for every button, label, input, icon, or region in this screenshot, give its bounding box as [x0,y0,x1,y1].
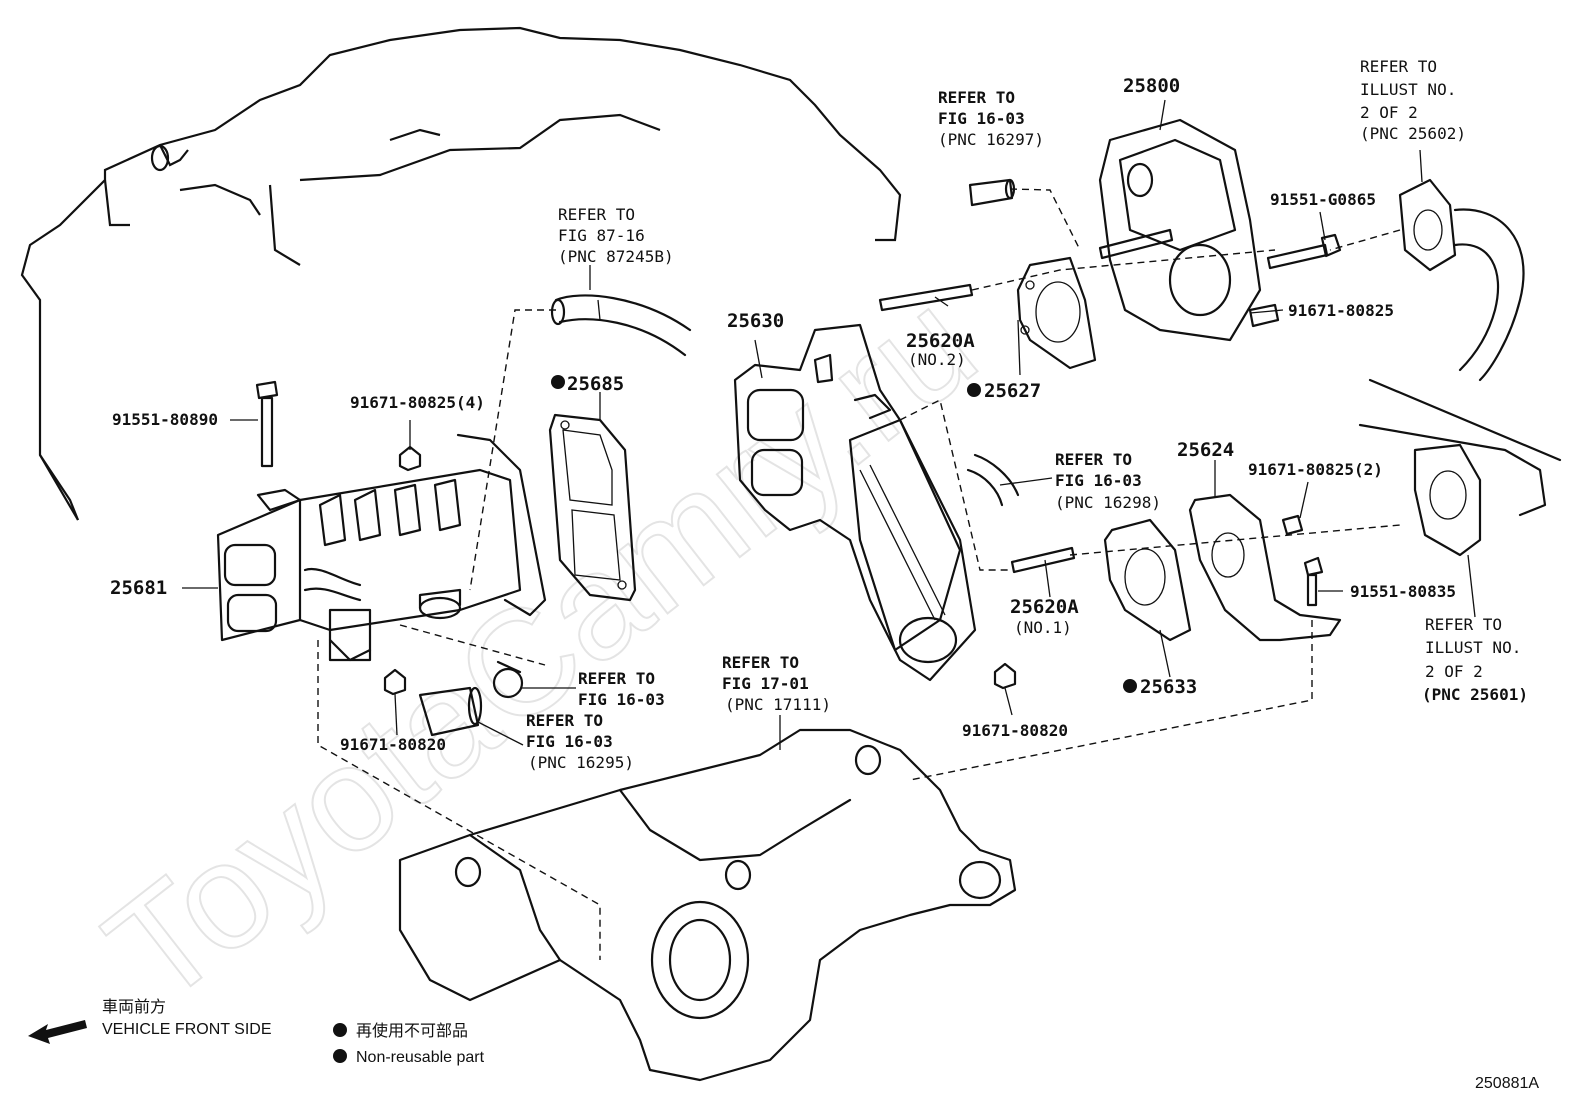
label-91671-80825-2: 91671-80825(2) [1248,460,1383,479]
ref-25602-line2: ILLUST NO. [1360,80,1456,99]
egr-valve-25800 [1098,118,1262,342]
egr-valve-body-25630 [733,323,977,682]
bolt-91671-80820-mid [993,662,1017,690]
nonreusable-dot-25627 [967,383,981,397]
stud-25620a-no1 [1010,546,1076,574]
gasket-25627 [1016,256,1097,370]
ref-pnc-16298: REFER TO FIG 16-03 (PNC 16298) [1055,450,1161,512]
label-91551-g0865: 91551-G0865 [1270,190,1376,209]
bolt-91551-80890 [255,380,279,468]
vehicle-front-legend: 車両前方 VEHICLE FRONT SIDE [28,998,272,1044]
ref-pnc-16295: REFER TO FIG 16-03 (PNC 16295) [526,711,634,772]
hose-87245b [550,294,692,357]
ref-25602-line1: REFER TO [1360,57,1437,76]
ref-17111-line2: FIG 17-01 [722,674,809,693]
legend-dot-1 [333,1023,347,1037]
label-25620a-no2: 25620A [906,330,975,352]
ref-25601-line4: (PNC 25601) [1422,685,1528,704]
bolt-91671-80825-2 [1281,514,1304,536]
ref-pnc-25601: REFER TO ILLUST NO. 2 OF 2 (PNC 25601) [1422,615,1528,704]
label-25681: 25681 [110,577,167,599]
nonreusable-legend: 再使用不可部品 Non-reusable part [333,1022,485,1066]
ref-25602-line4: (PNC 25602) [1360,124,1466,143]
label-91551-80835: 91551-80835 [1350,582,1456,601]
ref-16297-line1: REFER TO [938,88,1015,107]
ref-pnc-25602: REFER TO ILLUST NO. 2 OF 2 (PNC 25602) [1360,57,1466,143]
ref-16298-line3: (PNC 16298) [1055,493,1161,512]
legend-dot-2 [333,1049,347,1063]
ref-87-line1: REFER TO [558,205,635,224]
plate-25624 [1188,493,1342,642]
label-25620a-no1-sub: (NO.1) [1014,618,1072,637]
front-label-en: VEHICLE FRONT SIDE [102,1021,272,1038]
front-arrow-icon [28,1020,87,1044]
tube-16298 [966,453,1020,507]
nonreuse-label-jp: 再使用不可部品 [356,1022,468,1040]
front-label-jp: 車両前方 [102,998,166,1016]
label-91551-80890: 91551-80890 [112,410,218,429]
pipe-25602 [1398,178,1525,382]
label-25627: 25627 [984,380,1041,402]
hose-16295 [418,686,483,737]
bolt-91671-80825-4 [398,445,422,472]
label-25630: 25630 [727,310,784,332]
ref-16297-line2: FIG 16-03 [938,109,1025,128]
ref-25601-line1: REFER TO [1425,615,1502,634]
gasket-25633 [1103,518,1192,642]
ref-16297-line3: (PNC 16297) [938,130,1044,149]
alignment-lines [317,188,1401,960]
label-25620a-no2-sub: (NO.2) [908,350,966,369]
ref-fig-87-16: REFER TO FIG 87-16 (PNC 87245B) [558,205,674,266]
ref-1603a-line1: REFER TO [578,669,655,688]
bolt-91671-80825-top [1248,303,1280,328]
ref-17111-line3: (PNC 17111) [725,695,831,714]
ref-25601-line3: 2 OF 2 [1425,662,1483,681]
gasket-25685 [548,413,637,602]
ref-1603a-line2: FIG 16-03 [578,690,665,709]
ref-16295-line3: (PNC 16295) [528,753,634,772]
label-91671-80820-mid: 91671-80820 [962,721,1068,740]
ref-16295-line2: FIG 16-03 [526,732,613,751]
ref-25602-line3: 2 OF 2 [1360,103,1418,122]
label-91671-80825-top: 91671-80825 [1288,301,1394,320]
hose-clamp-16-03 [492,660,524,699]
ref-pnc-16297: REFER TO FIG 16-03 (PNC 16297) [938,88,1044,149]
nonreusable-dot-25633 [1123,679,1137,693]
ref-fig-16-03-clamp: REFER TO FIG 16-03 [578,669,665,709]
ref-17111-line1: REFER TO [722,653,799,672]
ref-87-line3: (PNC 87245B) [558,247,674,266]
watermark: ToyotaCamry.ru [76,258,1005,1035]
nonreusable-dot-25685 [551,375,565,389]
label-25685: 25685 [567,373,624,395]
label-91671-80825-4: 91671-80825(4) [350,393,485,412]
label-25624: 25624 [1177,439,1234,461]
intake-manifold [398,728,1017,1082]
ref-pnc-17111: REFER TO FIG 17-01 (PNC 17111) [722,653,831,714]
nonreuse-label-en: Non-reusable part [356,1049,485,1066]
figure-id: 250881A [1475,1075,1539,1092]
label-91671-80820-left: 91671-80820 [340,735,446,754]
ref-16295-line1: REFER TO [526,711,603,730]
bolt-91551-80835 [1303,556,1324,607]
leader-lines [182,99,1476,750]
ref-16298-line2: FIG 16-03 [1055,471,1142,490]
pipe-16297 [968,178,1016,207]
bolt-91551-g0865 [1266,233,1342,270]
ref-16298-line1: REFER TO [1055,450,1132,469]
ref-87-line2: FIG 87-16 [558,226,645,245]
label-25620a-no1: 25620A [1010,596,1079,618]
label-25800: 25800 [1123,75,1180,97]
egr-cooler [216,433,547,662]
ref-25601-line2: ILLUST NO. [1425,638,1521,657]
bolt-91671-80820-left [383,668,407,696]
pipe-25601 [1358,378,1562,557]
label-25633: 25633 [1140,676,1197,698]
engine-block-outline [20,26,902,521]
stud-25620a-no2 [878,283,974,312]
